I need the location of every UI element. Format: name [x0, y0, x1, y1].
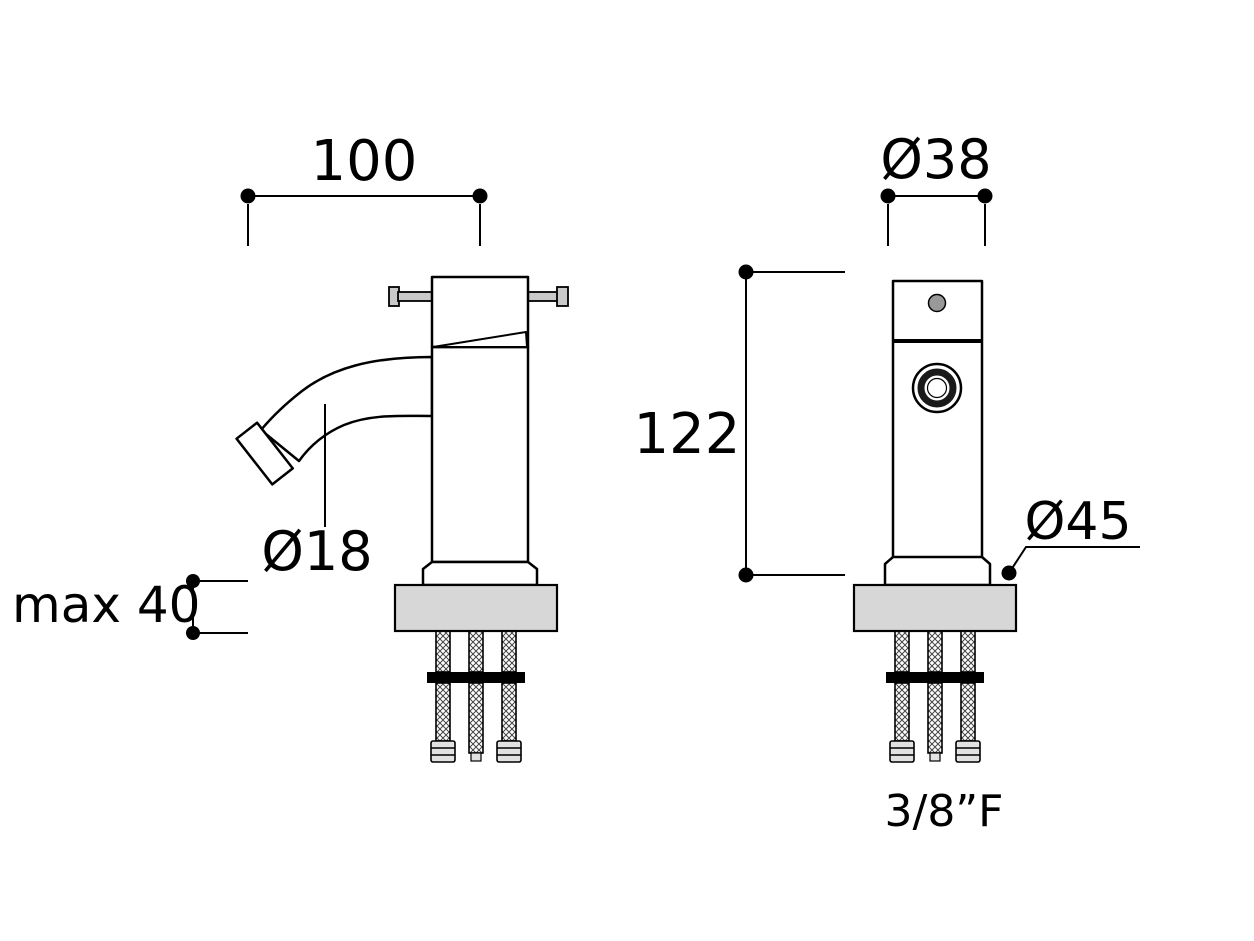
dim-endpoint-dot — [977, 188, 993, 204]
mounting-hardware-side — [393, 583, 559, 764]
spout-aerator-band — [235, 421, 295, 486]
dim-endpoint-dot — [880, 188, 896, 204]
dim-height-label: 122 — [634, 402, 741, 467]
handle-wedge — [432, 331, 528, 348]
dim-base-diameter-label: Ø45 — [1024, 492, 1131, 552]
dim-handle-diameter-label: Ø38 — [880, 128, 991, 191]
base-collar-front — [883, 555, 992, 587]
front-view — [883, 279, 992, 587]
dim-max-thickness: max 40 — [12, 574, 248, 640]
base-collar — [421, 560, 539, 587]
dim-max-thickness-label: max 40 — [12, 576, 200, 634]
faucet-body-front — [891, 279, 984, 561]
dim-height: 122 — [634, 264, 845, 583]
dim-base-diameter: Ø45 — [1001, 492, 1140, 581]
spout-outlet-ring — [917, 368, 957, 408]
dim-spout-diameter: Ø18 — [261, 404, 373, 583]
leader-line — [1008, 546, 1140, 574]
dim-endpoint-dot — [240, 188, 256, 204]
dim-spout-diameter-label: Ø18 — [261, 520, 372, 583]
connection-thread-label: 3/8”F — [885, 786, 1004, 837]
spout — [259, 355, 434, 463]
spout-outlet-inner — [926, 377, 948, 399]
handle-screw-dot — [927, 293, 947, 313]
dim-endpoint-dot — [472, 188, 488, 204]
side-view — [235, 275, 569, 587]
dim-spout-reach: 100 — [240, 129, 488, 246]
lever-end-cap — [556, 286, 569, 307]
spout-tip — [235, 421, 295, 486]
dim-handle-diameter: Ø38 — [880, 128, 993, 246]
mounting-hardware-front — [852, 583, 1018, 764]
dim-spout-reach-label: 100 — [311, 129, 418, 194]
faucet-body — [430, 345, 530, 564]
